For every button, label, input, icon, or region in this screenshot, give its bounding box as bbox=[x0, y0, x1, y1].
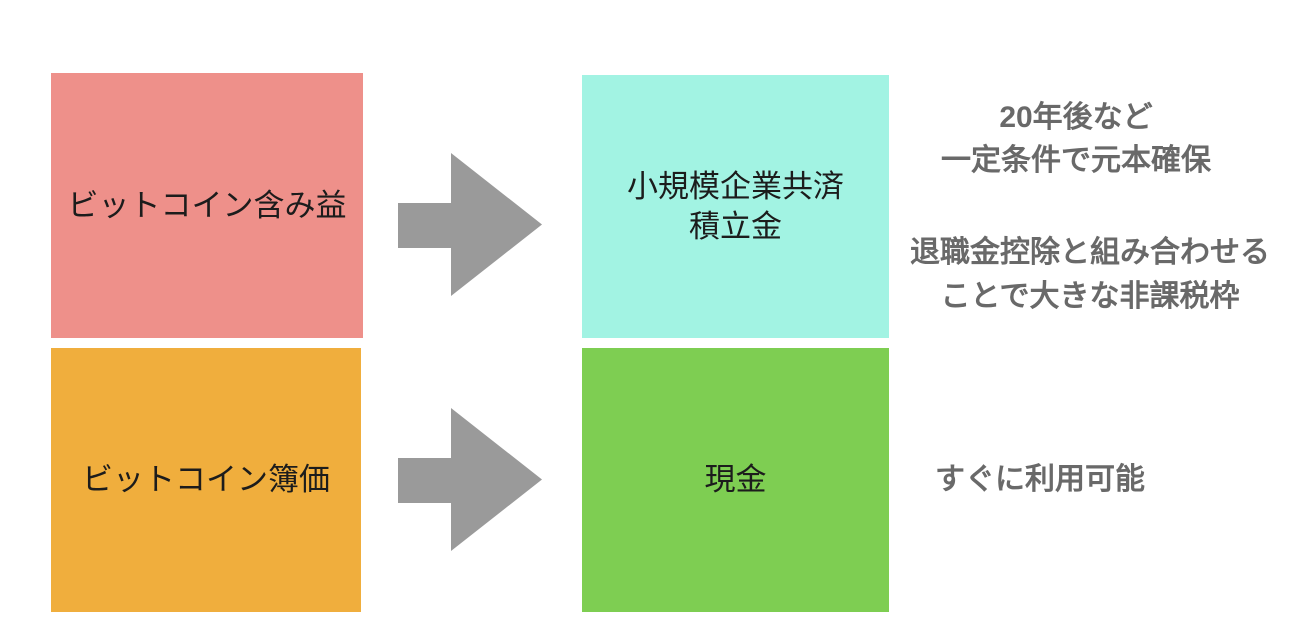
note-retirement-deduction-line1: 退職金控除と組み合わせる bbox=[910, 236, 1270, 269]
box-small-business-mutual-aid-reserve: 小規模企業共済 積立金 bbox=[582, 75, 889, 338]
box-bitcoin-book-value: ビットコイン簿価 bbox=[51, 348, 361, 612]
right-arrow-icon-top bbox=[398, 153, 542, 296]
right-arrow-shape-top bbox=[398, 153, 542, 296]
box-bitcoin-book-value-label: ビットコイン簿価 bbox=[82, 462, 330, 497]
box-cash: 現金 bbox=[582, 348, 889, 612]
note-retirement-deduction-line2: ことで大きな非課税枠 bbox=[940, 280, 1240, 313]
right-arrow-icon-bottom bbox=[398, 408, 542, 551]
box-cash-label: 現金 bbox=[704, 462, 767, 497]
right-arrow-shape-bottom bbox=[398, 408, 542, 551]
box-bitcoin-unrealized-gain-label: ビットコイン含み益 bbox=[67, 187, 347, 223]
note-retirement-deduction: 退職金控除と組み合わせる ことで大きな非課税枠 bbox=[890, 231, 1290, 319]
note-immediately-available-line1: すぐに利用可能 bbox=[935, 463, 1145, 496]
box-bitcoin-unrealized-gain: ビットコイン含み益 bbox=[51, 73, 363, 338]
note-immediately-available: すぐに利用可能 bbox=[935, 458, 1145, 501]
box-small-business-mutual-aid-reserve-line2: 積立金 bbox=[689, 208, 782, 244]
note-principal-guarantee-line2: 一定条件で元本確保 bbox=[941, 144, 1211, 177]
note-principal-guarantee-line1: 20年後など bbox=[999, 101, 1153, 134]
box-small-business-mutual-aid-reserve-line1: 小規模企業共済 bbox=[627, 168, 844, 204]
note-principal-guarantee: 20年後など 一定条件で元本確保 bbox=[876, 96, 1276, 182]
